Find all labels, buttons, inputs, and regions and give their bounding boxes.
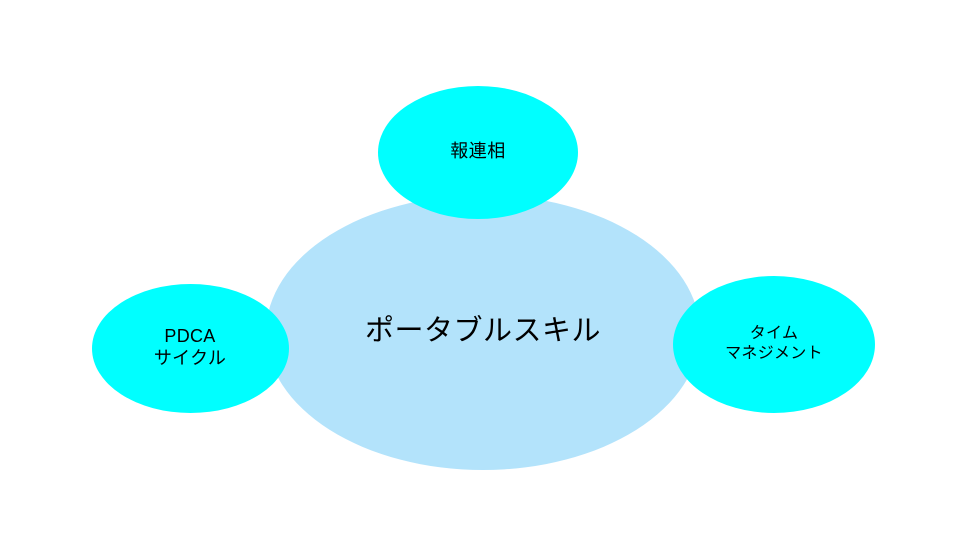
satellite-ellipse-time-management[interactable]: タイム マネジメント <box>673 275 875 413</box>
satellite-time-management-label-line2: マネジメント <box>725 345 823 362</box>
satellite-time-management-label-line1: タイム <box>749 325 799 343</box>
satellite-pdca-label-line2: サイクル <box>153 348 227 368</box>
satellite-pdca-label-line1: PDCA <box>164 326 216 347</box>
satellite-ellipse-pdca-cycle[interactable]: PDCA サイクル <box>91 283 289 413</box>
core-ellipse-label: ポータブルスキル <box>364 315 601 348</box>
satellite-ellipse-horenso[interactable]: 報連相 <box>378 85 578 219</box>
core-ellipse-portable-skill[interactable]: ポータブルスキル <box>266 194 700 470</box>
satellite-horenso-label-line1: 報連相 <box>450 141 506 162</box>
